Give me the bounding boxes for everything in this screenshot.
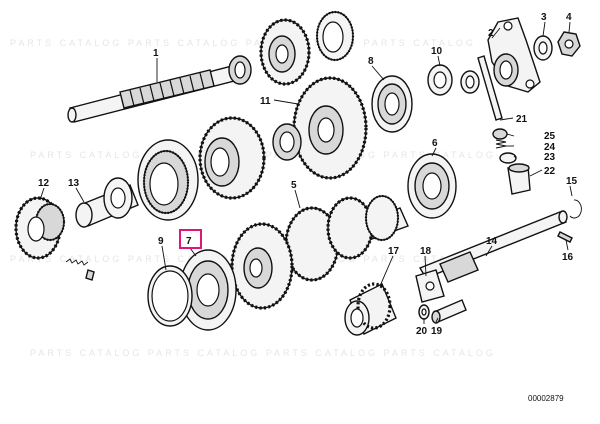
part-13-shaft	[75, 177, 139, 228]
part-6-bearing	[407, 153, 457, 219]
svg-text:PARTS CATALOG PARTS CATALOG PA: PARTS CATALOG PARTS CATALOG PARTS CATALO…	[10, 38, 476, 48]
label-5: 5	[291, 180, 297, 191]
label-23: 23	[544, 152, 556, 163]
part-18-fork	[415, 269, 445, 303]
part-11-large-gear	[292, 76, 368, 180]
part-25-sleeve	[492, 128, 508, 140]
label-4: 4	[566, 12, 572, 23]
part-16-pin	[557, 231, 573, 243]
synchro-sleeve	[137, 139, 199, 221]
label-13: 13	[68, 178, 80, 189]
label-2: 2	[488, 28, 494, 39]
label-21: 21	[516, 114, 528, 125]
label-14: 14	[486, 236, 498, 247]
small-spacer-ring	[460, 70, 480, 94]
label-8: 8	[368, 56, 374, 67]
central-helical-gear	[198, 116, 266, 200]
part-8-bearing	[371, 75, 413, 133]
label-16: 16	[562, 252, 574, 263]
part-1-main-shaft	[67, 64, 242, 123]
part-2-bracket	[487, 17, 541, 93]
label-17: 17	[388, 246, 400, 257]
part-20-washer	[418, 304, 430, 320]
part-19-bolt	[431, 299, 467, 324]
label-1: 1	[153, 48, 159, 59]
upper-gear	[259, 18, 311, 86]
part-17-gear	[344, 282, 397, 336]
part-21-rod	[477, 55, 503, 121]
leader-lines	[39, 21, 573, 324]
part-12-gear	[14, 196, 66, 260]
upper-synchro-ring	[315, 10, 355, 62]
label-25: 25	[544, 131, 556, 142]
part-7-bearing[interactable]	[179, 249, 237, 331]
part-10-bearing	[427, 64, 453, 96]
svg-text:PARTS CATALOG PARTS CATALOG PA: PARTS CATALOG PARTS CATALOG PARTS CATALO…	[30, 348, 496, 358]
label-12: 12	[38, 178, 50, 189]
highlight-box-part-7	[179, 229, 202, 249]
label-18: 18	[420, 246, 432, 257]
part-9-washer	[147, 265, 193, 327]
part-22-bushing	[507, 163, 531, 195]
part-5-countershaft	[230, 194, 409, 310]
label-24: 24	[544, 142, 556, 153]
part-14-shift-rod	[418, 210, 568, 283]
diagram-id: 00002879	[528, 394, 564, 403]
label-9: 9	[158, 236, 164, 247]
part-labels: 1 2 3 4 5 6 7 8 9 10 11 12 13 14 15 16 1…	[38, 12, 578, 337]
label-19: 19	[431, 326, 443, 337]
label-15: 15	[566, 176, 578, 187]
middle-needle-bearing	[272, 123, 302, 161]
label-3: 3	[541, 12, 547, 23]
label-20: 20	[416, 326, 428, 337]
label-22: 22	[544, 166, 556, 177]
part-23-ring	[499, 152, 517, 164]
detent-spring	[65, 258, 95, 281]
part-3-ring	[533, 35, 553, 61]
label-11: 11	[260, 96, 271, 107]
part-4-nut	[557, 31, 581, 57]
label-6: 6	[432, 138, 438, 149]
label-7[interactable]: 7	[186, 236, 192, 247]
label-10: 10	[431, 46, 443, 57]
part-24-spring	[495, 139, 507, 149]
part-15-circlip	[569, 199, 582, 219]
shaft-needle-bearing	[228, 55, 252, 85]
